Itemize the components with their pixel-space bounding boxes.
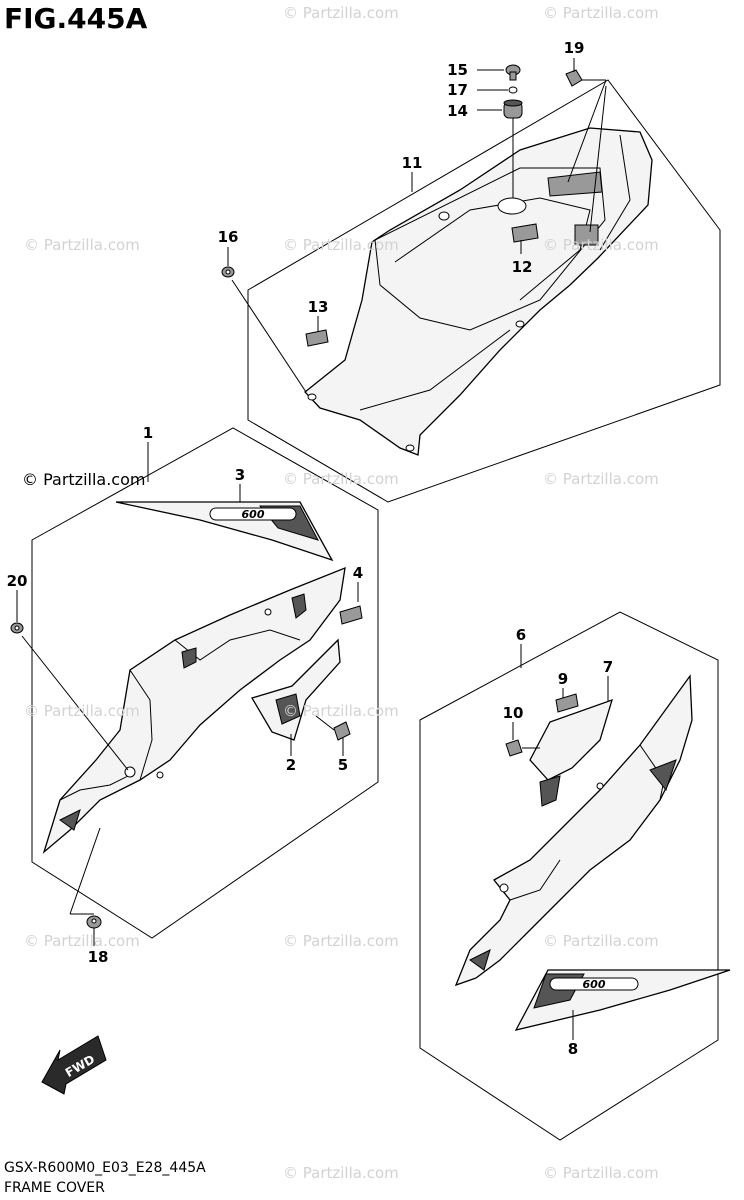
fwd-arrow-icon: FWD [41, 1035, 107, 1095]
watermark: © Partzilla.com [543, 236, 659, 254]
callout-19: 19 [564, 39, 585, 57]
part-2-bracket [251, 638, 341, 741]
callout-4: 4 [353, 564, 363, 582]
part-18-nut [86, 915, 102, 929]
part-7-bracket [529, 698, 613, 807]
part-19-bolt [565, 69, 606, 87]
part-4-label-decal [339, 605, 363, 625]
callout-16: 16 [218, 228, 239, 246]
watermark: © Partzilla.com [283, 1164, 399, 1182]
part-15-screw [505, 64, 521, 81]
part-5-screw [315, 715, 351, 741]
callout-2: 2 [286, 756, 296, 774]
watermark: © Partzilla.com [543, 932, 659, 950]
watermark: © Partzilla.com [283, 470, 399, 488]
callout-8: 8 [568, 1040, 578, 1058]
callout-14: 14 [447, 102, 468, 120]
callout-17: 17 [447, 81, 468, 99]
callout-numbers: 15 17 14 19 11 12 13 16 1 3 4 20 2 5 18 … [7, 39, 614, 1058]
part-17-washer [508, 86, 518, 94]
watermark: © Partzilla.com [543, 470, 659, 488]
part-10-screw [505, 739, 540, 757]
watermark: © Partzilla.com [24, 236, 140, 254]
group-box-left-cover [31, 427, 379, 939]
callout-12: 12 [512, 258, 533, 276]
watermark: © Partzilla.com [283, 702, 399, 720]
part-9-label-decal [555, 693, 579, 713]
callout-20: 20 [7, 572, 28, 590]
callout-10: 10 [503, 704, 524, 722]
leader-lines [16, 58, 609, 1040]
callout-3: 3 [235, 466, 245, 484]
callout-7: 7 [603, 658, 613, 676]
figure-title: FIG.445A [4, 2, 148, 35]
watermark: © Partzilla.com [24, 702, 140, 720]
decal-logo-text-left: 600 [242, 508, 265, 521]
watermark: © Partzilla.com [283, 4, 399, 22]
part-16-fastener [221, 266, 235, 278]
watermark: © Partzilla.com [543, 4, 659, 22]
section-name: FRAME COVER [4, 1180, 105, 1196]
part-3-decal: 600 [115, 501, 334, 562]
model-code: GSX-R600M0_E03_E28_445A [4, 1160, 206, 1176]
callout-9: 9 [558, 670, 568, 688]
watermark: © Partzilla.com [24, 932, 140, 950]
part-13-label-decal [305, 329, 329, 347]
callout-13: 13 [308, 298, 329, 316]
watermark-prominent: © Partzilla.com [22, 470, 146, 489]
callout-5: 5 [338, 756, 348, 774]
part-20-fastener [10, 622, 24, 634]
watermark: © Partzilla.com [283, 236, 399, 254]
decal-logo-text-right: 600 [583, 978, 606, 991]
callout-6: 6 [516, 626, 526, 644]
watermark: © Partzilla.com [543, 1164, 659, 1182]
part-1-left-frame-cover [42, 566, 346, 854]
callout-1: 1 [143, 424, 153, 442]
part-8-decal: 600 [514, 969, 731, 1031]
watermark: © Partzilla.com [283, 932, 399, 950]
callout-15: 15 [447, 61, 468, 79]
part-6-right-frame-cover [454, 674, 693, 987]
part-12-label-decal [511, 223, 539, 243]
group-box-right-cover [419, 611, 719, 1141]
callout-11: 11 [402, 154, 423, 172]
part-11-seat-tail-cowl [304, 127, 653, 456]
part-14-cushion [503, 99, 523, 119]
group-box-seat-tail [247, 79, 721, 503]
callout-18: 18 [88, 948, 109, 966]
